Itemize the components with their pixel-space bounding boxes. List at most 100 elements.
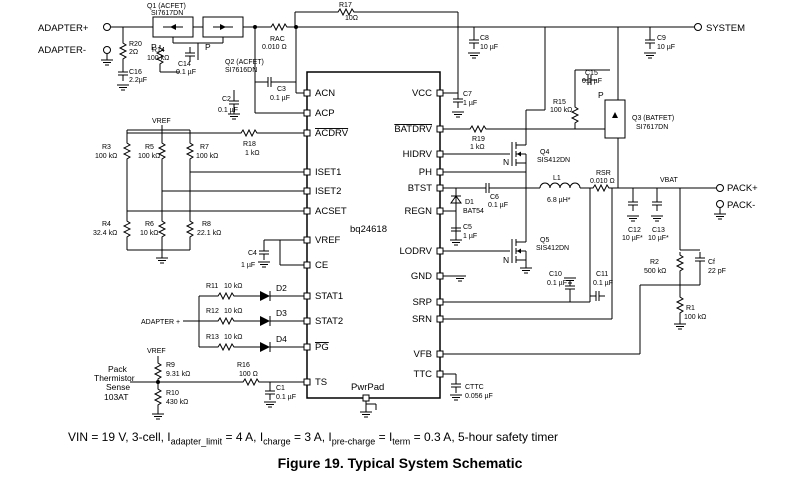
r17-label: R17	[339, 2, 352, 9]
c3-label: C3	[277, 86, 286, 93]
svg-text:0.056 µF: 0.056 µF	[465, 393, 493, 400]
c5-label: C5	[463, 224, 472, 231]
pin-hidrv: HIDRV	[403, 149, 433, 160]
svg-text:SI7617DN: SI7617DN	[636, 124, 668, 131]
svg-text:P: P	[151, 42, 157, 52]
svg-text:SIS412DN: SIS412DN	[537, 157, 570, 164]
svg-text:0.1 µF: 0.1 µF	[176, 69, 196, 76]
svg-text:22 pF: 22 pF	[708, 268, 726, 275]
pack-plus-label: PACK+	[727, 183, 758, 194]
svg-text:32.4 kΩ: 32.4 kΩ	[93, 230, 117, 237]
c13-label: C13	[652, 227, 665, 234]
pin-acp: ACP	[315, 108, 335, 119]
q1-mosfet: Q1 (ACFET) SI7617DN P	[147, 3, 194, 52]
r15-label: R15	[553, 99, 566, 106]
thermistor-label-2: Thermistor	[94, 373, 135, 383]
c16-label: C16	[129, 69, 142, 76]
svg-text:0.1 µF: 0.1 µF	[276, 394, 296, 401]
r16-label: R16	[237, 362, 250, 369]
r18-label: R18	[243, 141, 256, 148]
cf-label: Cf	[708, 259, 715, 266]
svg-text:22.1 kΩ: 22.1 kΩ	[197, 230, 221, 237]
pin-iset2: ISET2	[315, 186, 341, 197]
pin-pwrpad: PwrPad	[351, 382, 384, 393]
adapter-plus-label: ADAPTER+	[38, 23, 89, 34]
d2-label: D2	[276, 283, 287, 293]
stat1-led-branch: R11 10 kΩ D2	[199, 283, 304, 301]
svg-text:100 kΩ: 100 kΩ	[684, 314, 706, 321]
r3-label: R3	[102, 144, 111, 151]
svg-text:10 kΩ: 10 kΩ	[224, 283, 242, 290]
pin-stat2: STAT2	[315, 316, 343, 327]
r14-label: R14	[152, 47, 165, 54]
pin-vcc: VCC	[412, 88, 432, 99]
svg-text:1 µF: 1 µF	[241, 262, 255, 269]
svg-text:100 kΩ: 100 kΩ	[138, 153, 160, 160]
pack-minus-label: PACK-	[727, 200, 755, 211]
pin-batdrv: BATDRV	[394, 124, 432, 135]
svg-text:10 µF: 10 µF	[657, 44, 675, 51]
svg-text:2Ω: 2Ω	[129, 49, 138, 56]
svg-text:6.8 µH*: 6.8 µH*	[547, 197, 571, 204]
svg-text:2.2µF: 2.2µF	[129, 77, 147, 84]
c12-label: C12	[628, 227, 641, 234]
svg-text:10 kΩ: 10 kΩ	[224, 308, 242, 315]
svg-text:R12: R12	[206, 308, 219, 315]
c8-label: C8	[480, 35, 489, 42]
r2-label: R2	[650, 259, 659, 266]
rac-label: RAC	[270, 36, 285, 43]
d1-label: D1	[465, 199, 474, 206]
svg-text:P: P	[598, 90, 604, 100]
r5-label: R5	[145, 144, 154, 151]
l1-label: L1	[553, 175, 561, 182]
pin-ts: TS	[315, 377, 327, 388]
svg-text:0.010 Ω: 0.010 Ω	[590, 178, 615, 185]
pin-lodrv: LODRV	[399, 246, 432, 257]
figure-caption: Figure 19. Typical System Schematic	[277, 455, 523, 471]
r4-label: R4	[102, 221, 111, 228]
pin-ttc: TTC	[414, 369, 433, 380]
svg-text:100 Ω: 100 Ω	[239, 371, 258, 378]
r20-label: R20	[129, 41, 142, 48]
pin-acset: ACSET	[315, 206, 347, 217]
svg-text:P: P	[205, 42, 211, 52]
svg-text:430 kΩ: 430 kΩ	[166, 399, 188, 406]
svg-text:10 kΩ: 10 kΩ	[224, 334, 242, 341]
svg-text:1 kΩ: 1 kΩ	[245, 150, 260, 157]
stat2-led-branch: R12 10 kΩ D3	[199, 308, 304, 326]
system-label: SYSTEM	[706, 23, 745, 34]
r6-label: R6	[145, 221, 154, 228]
vbat-label: VBAT	[660, 177, 678, 184]
svg-text:0.1 µF: 0.1 µF	[270, 95, 290, 102]
vref-bottom-label: VREF	[147, 348, 166, 355]
c14-label: C14	[178, 61, 191, 68]
operating-conditions: VIN = 19 V, 3-cell, Iadapter_limit = 4 A…	[68, 430, 559, 447]
c15-label: C15	[585, 70, 598, 77]
svg-text:1 µF: 1 µF	[463, 100, 477, 107]
pg-led-branch: R13 10 kΩ D4	[199, 334, 304, 352]
r9-label: R9	[166, 362, 175, 369]
svg-text:100 kΩ: 100 kΩ	[95, 153, 117, 160]
pin-acn: ACN	[315, 88, 335, 99]
c10-label: C10	[549, 271, 562, 278]
svg-text:BAT54: BAT54	[463, 208, 484, 215]
svg-text:0.1 µF: 0.1 µF	[582, 78, 602, 85]
c2-label: C2	[222, 96, 231, 103]
svg-text:500 kΩ: 500 kΩ	[644, 268, 666, 275]
pin-srn: SRN	[412, 314, 432, 325]
pin-regn: REGN	[405, 206, 433, 217]
svg-text:Q1 (ACFET): Q1 (ACFET)	[147, 3, 186, 10]
c4-label: C4	[248, 250, 257, 257]
thermistor-label-3: Sense	[106, 382, 130, 392]
pin-ce: CE	[315, 260, 328, 271]
pin-iset1: ISET1	[315, 167, 341, 178]
cttc-label: CTTC	[465, 384, 484, 391]
q3-mosfet: Q3 (BATFET) SI7617DN P	[598, 90, 674, 139]
c6-label: C6	[490, 194, 499, 201]
r1-label: R1	[686, 305, 695, 312]
svg-text:R13: R13	[206, 334, 219, 341]
thermistor-label-1: Pack	[108, 364, 128, 374]
svg-text:10 kΩ: 10 kΩ	[140, 230, 158, 237]
rsr-label: RSR	[596, 170, 611, 177]
